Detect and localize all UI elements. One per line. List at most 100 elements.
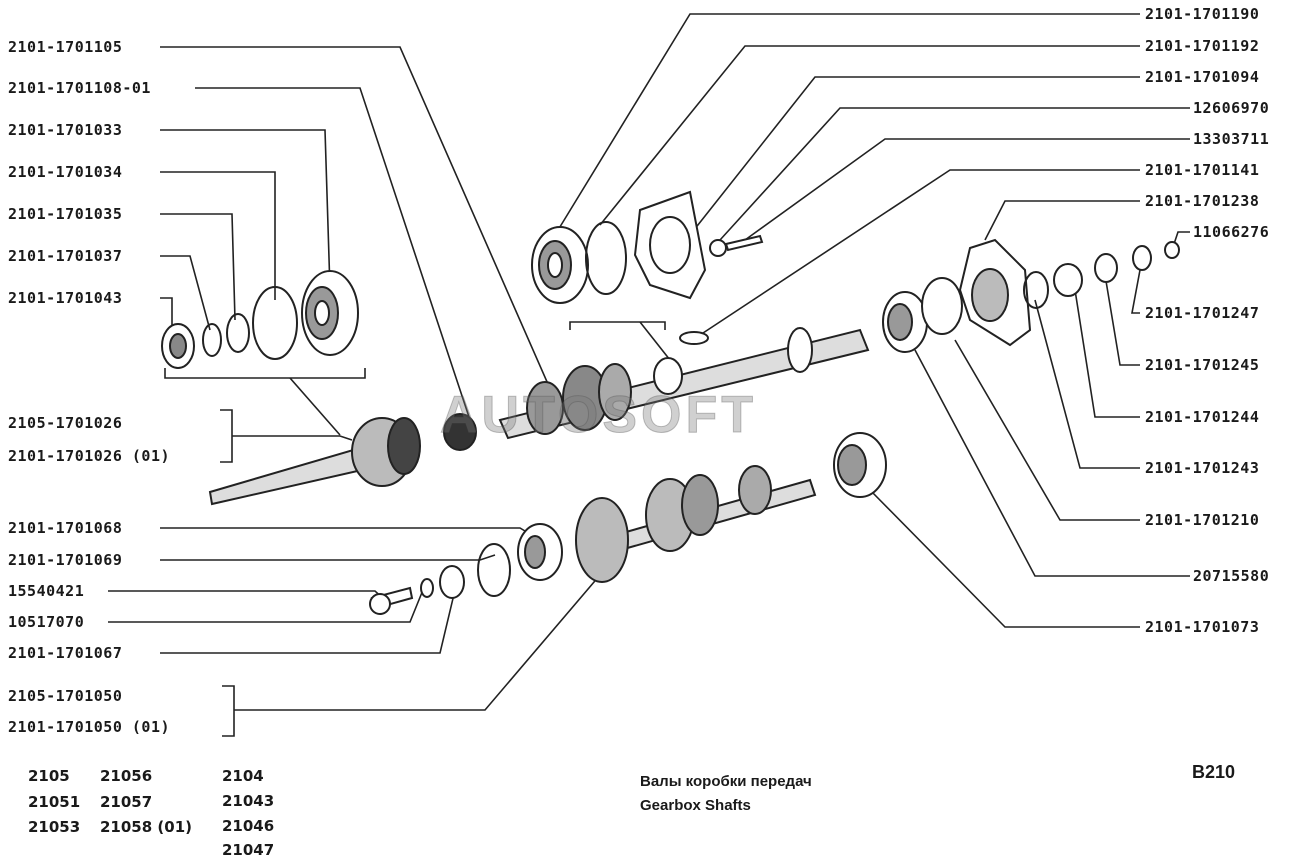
leader-line <box>195 87 471 421</box>
diagram-code: B210 <box>1192 762 1236 782</box>
ring <box>1132 245 1152 271</box>
leader-line <box>639 321 671 361</box>
leader-line <box>160 129 331 291</box>
leader-line <box>160 46 556 401</box>
needle-bearing <box>443 413 477 451</box>
part-label: 2101-1701068 <box>8 519 123 537</box>
part-label: 13303711 <box>1193 130 1270 148</box>
part-label: 2101-1701244 <box>1145 408 1260 426</box>
group-bracket <box>164 368 366 379</box>
bearing <box>921 277 963 335</box>
watermark: AUTOSOFT <box>439 386 758 445</box>
model-code: 21053 <box>28 818 81 836</box>
leader-line <box>869 489 1140 628</box>
lock-ring <box>202 323 222 357</box>
leader-line <box>160 255 211 331</box>
nut <box>1164 241 1180 259</box>
part-label: 2101-1701247 <box>1145 304 1260 322</box>
part-label: 2101-1701245 <box>1145 356 1260 374</box>
part-label: 2101-1701105 <box>8 38 123 56</box>
leader-line <box>160 213 236 321</box>
leader-line <box>160 527 541 541</box>
leader-line <box>1131 269 1141 314</box>
part-label: 2101-1701034 <box>8 163 123 181</box>
gear <box>738 465 772 515</box>
model-code: 21057 <box>100 793 153 811</box>
leader-line <box>744 138 1190 241</box>
model-code: 2105 <box>28 767 70 785</box>
gear <box>681 474 719 536</box>
part-label: 2101-1701050 (01) <box>8 718 171 736</box>
leader-line <box>160 589 456 654</box>
leader-line <box>984 200 1140 241</box>
part-label: 2101-1701192 <box>1145 37 1260 55</box>
washer <box>226 313 250 353</box>
leader-line <box>1074 289 1140 418</box>
leader-line <box>914 349 1190 577</box>
ring <box>1094 253 1118 283</box>
leader-line <box>599 45 1140 226</box>
caption: Валы коробки передач Gearbox Shafts <box>640 770 812 818</box>
leader-line <box>289 377 341 436</box>
bracket <box>220 409 233 463</box>
model-code: 21046 <box>222 817 275 835</box>
part-label: 2101-1701043 <box>8 289 123 307</box>
leader-line <box>699 169 1140 336</box>
part-label: 2101-1701033 <box>8 121 123 139</box>
part-label: 2101-1701037 <box>8 247 123 265</box>
washer <box>439 565 465 599</box>
nut <box>1053 263 1083 297</box>
bolt <box>709 239 727 257</box>
leader-line <box>719 107 1190 241</box>
part-label: 2101-1701238 <box>1145 192 1260 210</box>
part-label: 2101-1701094 <box>1145 68 1260 86</box>
seal-washer <box>1023 271 1049 309</box>
part-label: 2101-1701069 <box>8 551 123 569</box>
leader-line <box>160 171 276 300</box>
caption-ru: Валы коробки передач <box>640 773 812 790</box>
leader-line <box>1034 299 1140 469</box>
part-label: 15540421 <box>8 582 85 600</box>
part-label: 2101-1701035 <box>8 205 123 223</box>
leader-line <box>554 13 1140 236</box>
leader-line <box>108 584 426 623</box>
group-bracket <box>569 321 666 330</box>
model-code: 21051 <box>28 793 81 811</box>
part-label: 11066276 <box>1193 223 1270 241</box>
model-code: 21043 <box>222 792 275 810</box>
leader-line <box>232 435 353 441</box>
model-code: 21058 (01) <box>100 818 192 836</box>
part-label: 2105-1701050 <box>8 687 123 705</box>
bolt <box>724 234 764 252</box>
part-label: 12606970 <box>1193 99 1270 117</box>
part-label: 10517070 <box>8 613 85 631</box>
leader-line <box>108 590 386 601</box>
lock-washer <box>420 578 434 598</box>
caption-en: Gearbox Shafts <box>640 797 751 814</box>
snap-ring <box>585 221 627 295</box>
part-label: 2101-1701073 <box>1145 618 1260 636</box>
snap-ring <box>477 543 511 597</box>
part-label: 2105-1701026 <box>8 414 123 432</box>
part-label: 2101-1701243 <box>1145 459 1260 477</box>
part-label: 2101-1701026 (01) <box>8 447 171 465</box>
part-label: 2101-1701141 <box>1145 161 1260 179</box>
model-code: 2104 <box>222 767 264 785</box>
model-code: 21056 <box>100 767 153 785</box>
leader-line <box>160 297 173 325</box>
part-label: 20715580 <box>1193 567 1270 585</box>
model-code: 21047 <box>222 841 275 859</box>
leader-line <box>234 574 601 711</box>
part-label: 2101-1701210 <box>1145 511 1260 529</box>
leader-line <box>1104 274 1140 366</box>
bracket <box>222 685 235 737</box>
leader-line <box>954 339 1140 521</box>
part-label: 2101-1701108-01 <box>8 79 151 97</box>
gear <box>575 497 629 583</box>
snap-ring <box>252 286 298 360</box>
part-label: 2101-1701067 <box>8 644 123 662</box>
key <box>679 331 709 345</box>
part-label: 2101-1701190 <box>1145 5 1260 23</box>
leader-line <box>160 554 496 561</box>
